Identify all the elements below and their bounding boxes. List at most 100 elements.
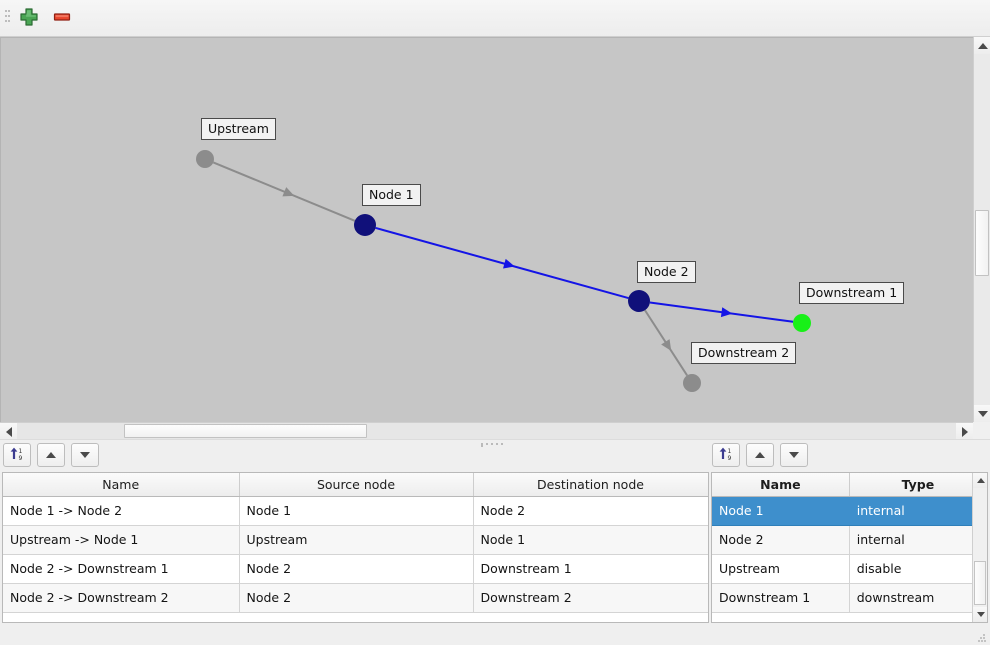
nodes-move-down-button[interactable]	[780, 443, 808, 467]
table-cell[interactable]: Node 2	[712, 525, 850, 555]
edges-move-down-button[interactable]	[71, 443, 99, 467]
scroll-up-arrow-icon[interactable]	[973, 473, 987, 488]
graph-edge[interactable]	[375, 226, 629, 300]
remove-node-button[interactable]	[47, 4, 77, 32]
vscroll-track[interactable]	[974, 54, 990, 405]
column-header-name[interactable]: Name	[3, 473, 240, 497]
red-minus-icon	[53, 12, 71, 21]
svg-text:9: 9	[728, 455, 732, 462]
column-header-source-node[interactable]: Source node	[239, 473, 474, 497]
graph-node-label-downstream1[interactable]: Downstream 1	[799, 282, 905, 304]
table-cell-empty	[239, 612, 473, 622]
canvas-vertical-scrollbar[interactable]	[973, 37, 990, 422]
table-cell[interactable]: Upstream	[239, 525, 474, 555]
graph-edge-arrow-icon	[661, 339, 672, 351]
vscroll-thumb[interactable]	[975, 210, 989, 276]
nodes-move-up-button[interactable]	[746, 443, 774, 467]
table-cell[interactable]: Downstream 2	[473, 583, 708, 613]
scroll-down-arrow-icon[interactable]	[973, 607, 987, 622]
column-header-destination-node[interactable]: Destination node	[473, 473, 708, 497]
edges-move-up-button[interactable]	[37, 443, 65, 467]
table-cell[interactable]: Node 2	[239, 583, 474, 613]
svg-text:1: 1	[19, 448, 23, 455]
table-cell[interactable]: disable	[849, 554, 987, 584]
graph-node-upstream[interactable]	[196, 150, 214, 168]
table-cell[interactable]: Node 2	[473, 496, 708, 526]
table-cell[interactable]: Node 2 -> Downstream 2	[3, 583, 240, 613]
graph-node-label-node2[interactable]: Node 2	[637, 261, 696, 283]
graph-edge[interactable]	[649, 301, 794, 323]
nodes-sort-button[interactable]: 1 9	[712, 443, 740, 467]
table-cell[interactable]: Node 1	[239, 496, 474, 526]
hscroll-thumb[interactable]	[124, 424, 367, 438]
graph-edge-arrow-icon	[503, 258, 515, 269]
table-cell[interactable]: Upstream	[712, 554, 850, 584]
graph-node-downstream2[interactable]	[683, 374, 701, 392]
graph-edge[interactable]	[212, 161, 356, 222]
nodes-scroll-thumb[interactable]	[974, 561, 986, 605]
table-cell-empty	[712, 612, 850, 622]
sort-ascending-icon: 1 9	[10, 447, 23, 462]
toolbar-drag-handle[interactable]	[5, 10, 10, 27]
table-cell[interactable]: Node 1 -> Node 2	[3, 496, 240, 526]
table-cell[interactable]: internal	[849, 496, 987, 526]
scroll-left-arrow-icon[interactable]	[0, 423, 17, 440]
graph-edge-arrow-icon	[720, 307, 733, 318]
graph-node-node1[interactable]	[354, 214, 376, 236]
scroll-right-arrow-icon[interactable]	[956, 423, 973, 440]
graph-node-label-upstream[interactable]: Upstream	[201, 118, 276, 140]
green-plus-icon	[20, 7, 38, 26]
graph-node-node2[interactable]	[628, 290, 650, 312]
graph-node-label-downstream2[interactable]: Downstream 2	[691, 342, 797, 364]
nodes-table-scrollbar[interactable]	[972, 473, 987, 622]
svg-text:9: 9	[19, 455, 23, 462]
table-cell[interactable]: Node 2 -> Downstream 1	[3, 554, 240, 584]
table-cell[interactable]: internal	[849, 525, 987, 555]
graph-node-downstream1[interactable]	[793, 314, 811, 332]
hscroll-track[interactable]	[17, 423, 956, 439]
scroll-down-arrow-icon[interactable]	[974, 405, 990, 422]
canvas-horizontal-scrollbar[interactable]	[0, 422, 973, 440]
table-cell[interactable]: downstream	[849, 583, 987, 613]
table-cell[interactable]: Downstream 1	[473, 554, 708, 584]
graph-node-label-node1[interactable]: Node 1	[362, 184, 421, 206]
table-empty-row	[712, 612, 987, 622]
column-header-type[interactable]: Type	[849, 473, 987, 497]
window-resize-grip-icon[interactable]	[978, 634, 986, 642]
scroll-up-arrow-icon[interactable]	[974, 37, 990, 54]
graph-drawing-surface[interactable]	[1, 38, 974, 437]
table-cell[interactable]: Node 1	[473, 525, 708, 555]
column-header-name[interactable]: Name	[712, 473, 850, 497]
table-cell[interactable]: Downstream 1	[712, 583, 850, 613]
table-cell-empty	[473, 612, 708, 622]
main-toolbar	[0, 0, 990, 37]
table-empty-row	[3, 612, 708, 622]
table-cell-empty	[3, 612, 239, 622]
table-cell[interactable]: Node 2	[239, 554, 474, 584]
graph-edge-arrow-icon	[282, 187, 295, 197]
edges-toolbar: 1 9	[3, 443, 105, 469]
table-cell[interactable]: Upstream -> Node 1	[3, 525, 240, 555]
edges-sort-button[interactable]: 1 9	[3, 443, 31, 467]
add-node-button[interactable]	[14, 4, 44, 32]
pane-splitter[interactable]	[0, 439, 990, 447]
table-cell[interactable]: Node 1	[712, 496, 850, 526]
